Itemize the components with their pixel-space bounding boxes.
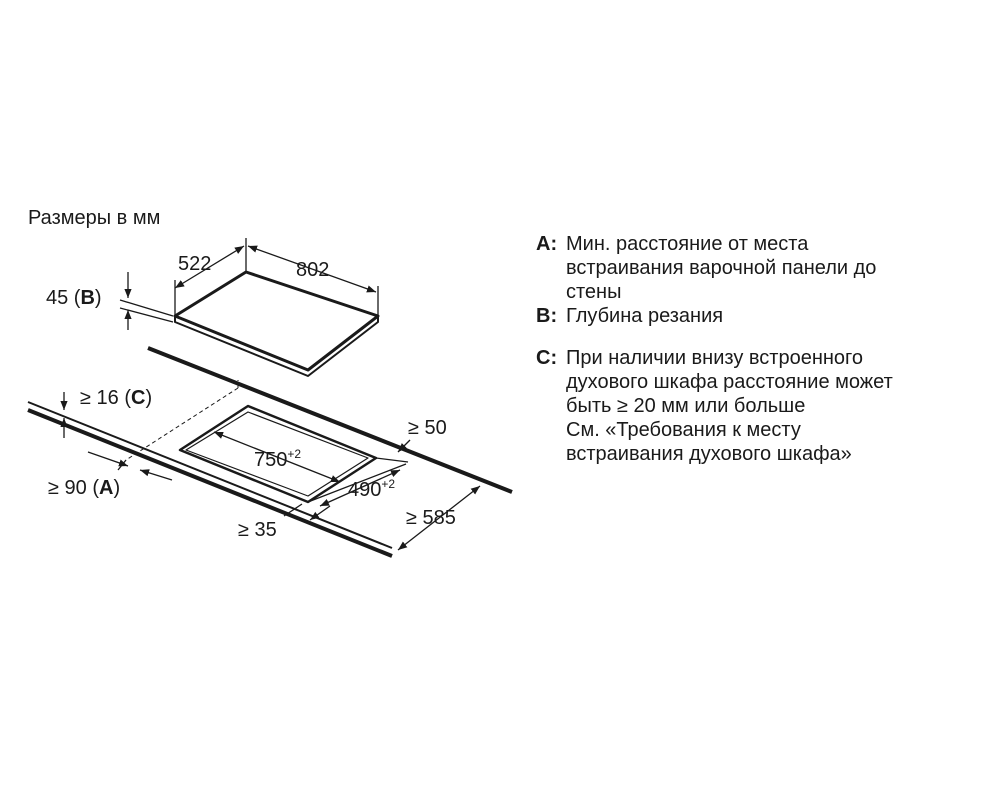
cutout-depth-label: 490+2 bbox=[348, 477, 395, 501]
front-min-label: ≥ 35 bbox=[238, 519, 277, 541]
legend-key: B: bbox=[536, 305, 558, 327]
cutout-width-label: 750+2 bbox=[254, 447, 301, 471]
hob-depth-label: 522 bbox=[178, 253, 211, 275]
wall-distance-label: ≥ 90 (A) bbox=[48, 477, 120, 499]
legend-key: A: bbox=[536, 233, 558, 255]
legend-line: Глубина резания bbox=[566, 305, 724, 327]
legend-line: См. «Требования к месту bbox=[566, 419, 801, 441]
legend-line: встраивания духового шкафа» bbox=[566, 443, 852, 465]
legend-line: встраивания варочной панели до bbox=[566, 257, 877, 279]
hob-dimension-lines bbox=[119, 238, 379, 330]
hob-outline bbox=[173, 270, 380, 377]
legend-line: быть ≥ 20 мм или больше bbox=[566, 395, 806, 417]
worktop bbox=[27, 346, 513, 558]
legend-line: духового шкафа расстояние может bbox=[566, 371, 893, 393]
units-title: Размеры в мм bbox=[28, 207, 160, 229]
worktop-min-label: ≥ 585 bbox=[406, 507, 456, 529]
oven-guide-dashed bbox=[125, 380, 239, 461]
hob-thickness-label: 45 (B) bbox=[46, 287, 102, 309]
legend-line: Мин. расстояние от места bbox=[566, 233, 809, 255]
cutout-gap-label: ≥ 16 (C) bbox=[80, 387, 152, 409]
legend: A: Мин. расстояние от места встраивания … bbox=[536, 232, 976, 466]
hob-width-label: 802 bbox=[296, 259, 329, 281]
back-min-label: ≥ 50 bbox=[408, 417, 447, 439]
legend-entry-a: A: Мин. расстояние от места встраивания … bbox=[536, 232, 976, 304]
legend-line: При наличии внизу встроенного bbox=[566, 347, 864, 369]
legend-line: стены bbox=[566, 281, 622, 303]
legend-key: C: bbox=[536, 347, 558, 369]
cutout-dimension-lines bbox=[60, 392, 481, 551]
legend-entry-b: B: Глубина резания bbox=[536, 304, 976, 328]
legend-entry-c: C: При наличии внизу встроенного духовог… bbox=[536, 346, 976, 466]
